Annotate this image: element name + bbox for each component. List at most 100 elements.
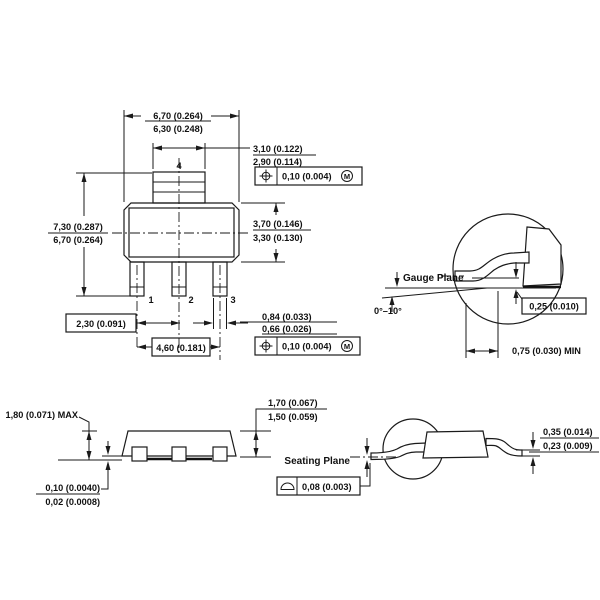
- arrowhead: [171, 320, 180, 326]
- mmc-modifier-icon: M: [341, 340, 353, 352]
- arrowhead: [530, 457, 536, 466]
- overall-width-max: 6,70 (0.264): [153, 111, 203, 121]
- side-body-outline: [121, 430, 237, 457]
- tab-width-min: 2,90 (0.114): [253, 157, 302, 167]
- gauge-height-box: [521, 297, 587, 315]
- arrowhead: [364, 446, 370, 455]
- arrowhead: [137, 344, 146, 350]
- arrowhead: [81, 173, 87, 182]
- pin2-label: 2: [188, 295, 193, 305]
- lead2: [171, 261, 187, 297]
- pin4-label: 4: [176, 161, 182, 171]
- overall-height-min: 6,70 (0.264): [53, 235, 103, 245]
- arrowhead: [273, 253, 279, 262]
- fcf-leader: [360, 463, 371, 487]
- max-height: 1,80 (0.071) MAX: [5, 410, 78, 420]
- arrowhead: [204, 320, 213, 326]
- overall-width-min: 6,30 (0.248): [153, 124, 203, 134]
- bent-lead: [454, 251, 530, 282]
- side-foot-3: [212, 446, 228, 462]
- standoff-min: 0,02 (0.0008): [45, 497, 100, 507]
- arrowhead: [124, 113, 133, 119]
- tab-width-max: 3,10 (0.122): [253, 144, 303, 154]
- seating-plane-label: Seating Plane: [284, 456, 350, 467]
- flatness-value: 0,08 (0.003): [302, 482, 352, 492]
- arrowhead: [513, 269, 519, 278]
- arrowhead: [81, 287, 87, 296]
- arrowhead: [489, 348, 498, 354]
- position-tolerance-icon: [259, 169, 273, 183]
- body-side: [422, 430, 489, 459]
- arrowhead: [137, 320, 146, 326]
- tab-position-fcf: 0,10 (0.004) M: [254, 166, 363, 186]
- body-thickness-min: 1,50 (0.059): [268, 412, 318, 422]
- body-outline: [123, 202, 240, 263]
- mmc-letter: M: [344, 342, 350, 351]
- body-corner: [522, 226, 562, 287]
- span-basic-dim-box: [151, 337, 211, 357]
- body-height-max: 3,70 (0.146): [253, 219, 303, 229]
- arrowhead: [273, 203, 279, 212]
- lead-fcf-value: 0,10 (0.004): [282, 342, 332, 352]
- gauge-height: 0,25 (0.010): [529, 302, 579, 312]
- detail-circle: [452, 213, 564, 325]
- tab-fcf-value: 0,10 (0.004): [282, 172, 332, 182]
- lead-pitch: 2,30 (0.091): [76, 319, 126, 329]
- seating-flatness-fcf: 0,08 (0.003): [276, 463, 371, 496]
- arrowhead: [86, 431, 92, 440]
- lead-position-fcf: 0,10 (0.004) M: [254, 336, 361, 356]
- arrowhead: [364, 460, 370, 469]
- arrowhead: [227, 320, 236, 326]
- arrowhead: [253, 431, 259, 440]
- arrowhead: [196, 145, 205, 151]
- fcf-frame: [254, 166, 363, 186]
- position-tolerance-icon: [259, 339, 273, 353]
- lead-width-min: 0,66 (0.026): [262, 324, 312, 334]
- body-thickness-max: 1,70 (0.067): [268, 398, 318, 408]
- top-view: 4 1 2 3 6,70 (0.264) 6,30 (0.248) 3,10 (…: [48, 110, 363, 360]
- arrowhead: [105, 461, 111, 470]
- pin1-label: 1: [148, 295, 153, 305]
- lead-thickness-max: 0,35 (0.014): [543, 427, 593, 437]
- arrowhead: [105, 446, 111, 455]
- gaugeh-leader: [516, 291, 523, 300]
- max-height-leader: [78, 416, 90, 431]
- fcf-frame: [254, 336, 361, 356]
- lead-angle: 0°–10°: [374, 306, 402, 316]
- arrowhead: [153, 145, 162, 151]
- arrowhead: [466, 348, 475, 354]
- arrowhead: [513, 289, 519, 298]
- body-inner-outline: [128, 207, 235, 258]
- lead-span: 4,60 (0.181): [156, 343, 206, 353]
- seating-plane-symbol-icon: [280, 482, 295, 490]
- arrowhead: [86, 451, 92, 460]
- arrowhead: [230, 113, 239, 119]
- side-foot-2: [171, 446, 187, 462]
- thickness-leader: [255, 408, 266, 431]
- standoff-leader: [101, 470, 109, 490]
- arrowhead: [394, 278, 400, 287]
- arrowhead: [530, 440, 536, 449]
- side-foot-1: [131, 446, 148, 462]
- arrowhead: [389, 296, 395, 305]
- seating-plane-detail: Seating Plane 0,08 (0.003) 0,35 (0.014) …: [276, 418, 599, 496]
- gauge-plane-detail: Gauge Plane 0°–10° 0,25 (0.010) 0,75 (0.…: [374, 213, 587, 358]
- mmc-circle: [341, 170, 353, 182]
- overall-height-max: 7,30 (0.287): [53, 222, 103, 232]
- arrowhead: [211, 344, 220, 350]
- mmc-modifier-icon: M: [341, 170, 353, 182]
- lead1: [129, 261, 145, 297]
- pin3-label: 3: [230, 295, 235, 305]
- foot-length: 0,75 (0.030) MIN: [512, 346, 581, 356]
- lead-width-max: 0,84 (0.033): [262, 312, 312, 322]
- gauge-plane-label: Gauge Plane: [403, 273, 464, 284]
- body-height-min: 3,30 (0.130): [253, 233, 303, 243]
- mmc-letter: M: [344, 172, 350, 181]
- lead-angle-line: [381, 287, 488, 299]
- lead3: [212, 261, 228, 297]
- arrowhead: [253, 448, 259, 457]
- standoff-max: 0,10 (0.0040): [45, 483, 100, 493]
- lead-thickness-min: 0,23 (0.009): [543, 441, 593, 451]
